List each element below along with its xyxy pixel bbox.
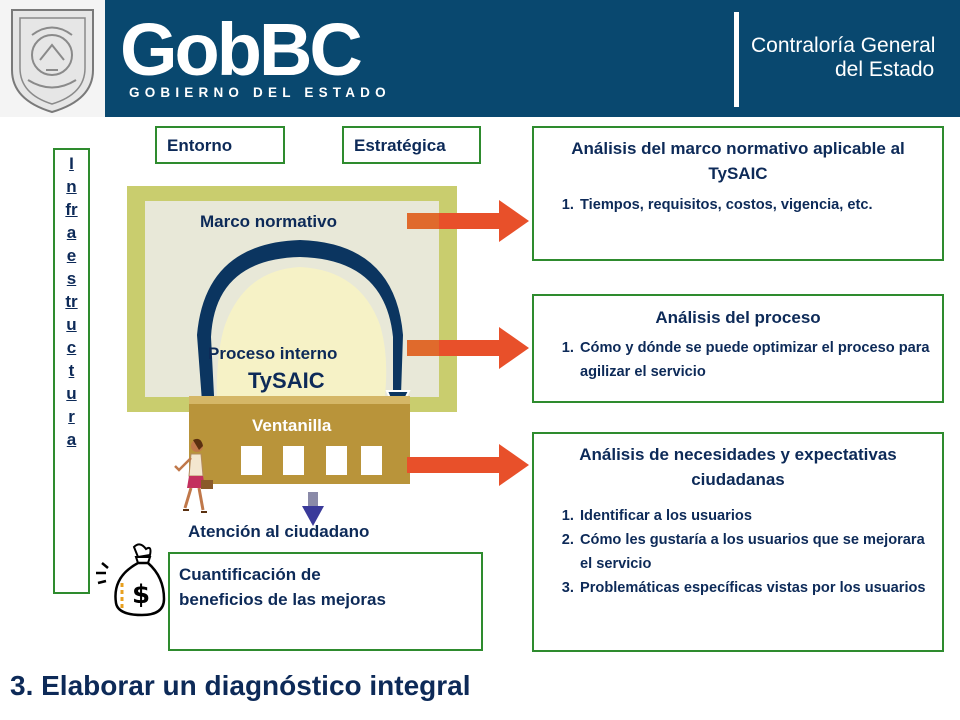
arrow-down-icon — [302, 492, 324, 526]
proceso-interno-label: Proceso interno — [208, 344, 338, 363]
list-item: Cómo les gustaría a los usuarios que se … — [578, 528, 934, 576]
list-item: Cómo y dónde se puede optimizar el proce… — [578, 336, 934, 384]
beneficios-line2: beneficios de las mejoras — [179, 590, 386, 609]
entorno-box: Entorno — [155, 126, 285, 164]
analisis-marco-box: Análisis del marco normativo aplicable a… — [532, 126, 944, 261]
state-seal — [0, 0, 105, 117]
slide-title: 3. Elaborar un diagnóstico integral — [10, 670, 471, 701]
analisis-proceso-box: Análisis del proceso Cómo y dónde se pue… — [532, 294, 944, 403]
beneficios-box: Cuantificación de beneficios de las mejo… — [168, 552, 483, 651]
brand-logo: GobBC — [120, 8, 363, 91]
estrategica-box: Estratégica — [342, 126, 481, 164]
analisis-proceso-title: Análisis del proceso — [655, 308, 821, 327]
ventanilla-window — [283, 446, 304, 475]
header-divider — [734, 12, 739, 107]
org-name-line2: del Estado — [835, 58, 935, 81]
infraestructura-box: I n fr a e s tr u c t u r a — [53, 148, 90, 594]
list-item: Problemáticas específicas vistas por los… — [578, 576, 934, 600]
marco-normativo-label: Marco normativo — [200, 212, 337, 231]
arrow-proceso-icon — [407, 327, 529, 369]
list-item: Identificar a los usuarios — [578, 504, 934, 528]
entorno-label: Entorno — [167, 136, 233, 155]
infraestructura-label: I n fr a e s tr u c t u r a — [65, 154, 78, 449]
tysaic-label: TySAIC — [248, 368, 325, 393]
money-bag-icon: $ — [96, 543, 166, 617]
seal-icon — [11, 9, 94, 114]
analisis-necesidades-title: Análisis de necesidades y expectativas c… — [579, 445, 897, 489]
woman-icon — [174, 438, 213, 513]
ventanilla-window — [241, 446, 262, 475]
atencion-label: Atención al ciudadano — [188, 522, 370, 541]
ventanilla-window — [326, 446, 347, 475]
estrategica-label: Estratégica — [354, 136, 446, 155]
arrow-marco-icon — [407, 200, 529, 242]
list-item: Tiempos, requisitos, costos, vigencia, e… — [578, 193, 934, 217]
brand-subtitle: GOBIERNO DEL ESTADO — [129, 85, 391, 100]
analisis-necesidades-box: Análisis de necesidades y expectativas c… — [532, 432, 944, 652]
analisis-marco-title: Análisis del marco normativo aplicable a… — [571, 139, 905, 183]
svg-text:$: $ — [132, 580, 150, 610]
header-bar — [0, 0, 960, 117]
org-name-line1: Contraloría General — [751, 34, 936, 57]
ventanilla-label: Ventanilla — [252, 416, 332, 435]
arrow-necesidades-icon — [407, 444, 529, 486]
ventanilla-window — [361, 446, 382, 475]
beneficios-line1: Cuantificación de — [179, 565, 321, 584]
